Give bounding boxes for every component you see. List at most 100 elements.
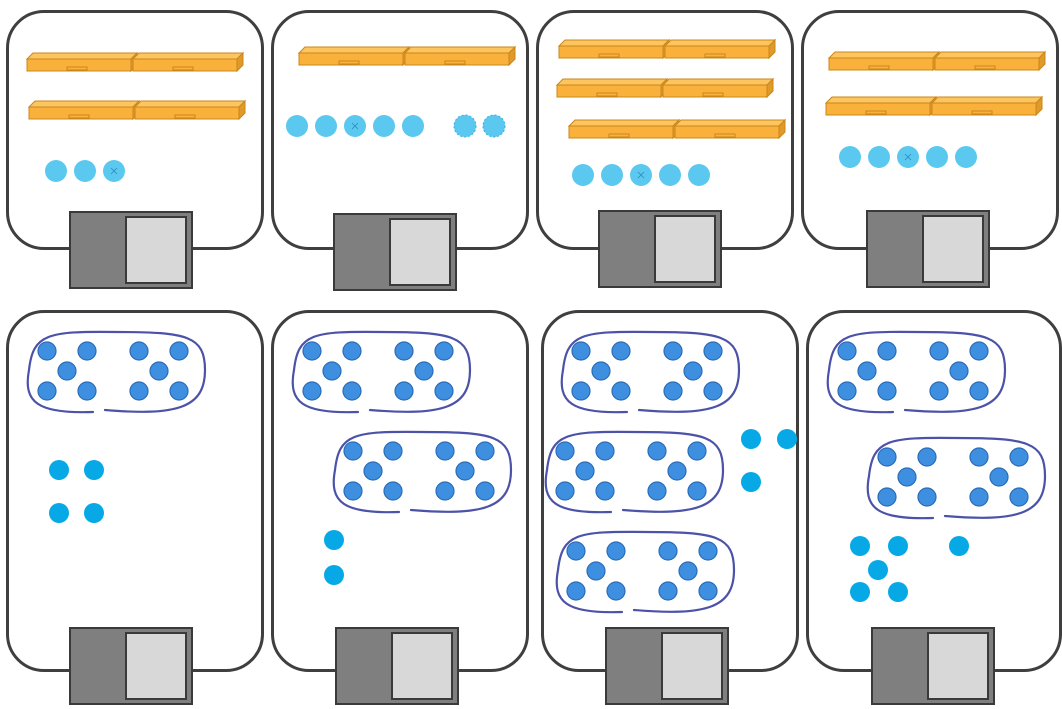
group-dot	[383, 481, 403, 501]
group-dot	[1009, 447, 1029, 467]
group-dot	[455, 461, 475, 481]
answer-slot-top-1[interactable]	[125, 216, 187, 284]
ten-rod	[403, 45, 517, 67]
group-dot	[414, 361, 434, 381]
group-dot	[302, 381, 322, 401]
loose-dot	[850, 582, 870, 602]
loose-dot	[84, 460, 104, 480]
group-dot	[698, 541, 718, 561]
unit-dot	[74, 160, 96, 182]
answer-box-bottom-3	[605, 627, 729, 705]
answer-slot-bottom-2[interactable]	[391, 632, 453, 700]
ten-rod	[661, 77, 775, 99]
loose-dot	[888, 582, 908, 602]
cross-mark	[637, 171, 645, 179]
group-dot	[591, 361, 611, 381]
unit-dot	[286, 115, 308, 137]
answer-slot-bottom-3[interactable]	[661, 632, 723, 700]
unit-dot	[572, 164, 594, 186]
group-dot	[394, 341, 414, 361]
group-dot	[555, 441, 575, 461]
loose-dot	[888, 536, 908, 556]
unit-dot	[688, 164, 710, 186]
group-dot	[77, 381, 97, 401]
answer-slot-top-2[interactable]	[389, 218, 451, 286]
group-dot	[322, 361, 342, 381]
cross-mark	[110, 167, 118, 175]
group-dot	[647, 481, 667, 501]
answer-box-top-1	[69, 211, 193, 289]
card-top-1	[6, 10, 264, 250]
loose-dot	[868, 560, 888, 580]
group-dot	[687, 441, 707, 461]
unit-dot	[402, 115, 424, 137]
group-dot	[877, 487, 897, 507]
group-dot	[77, 341, 97, 361]
group-dot	[129, 381, 149, 401]
group-dot	[37, 381, 57, 401]
ten-rod	[567, 118, 681, 140]
group-dot	[969, 381, 989, 401]
ten-rod	[131, 51, 245, 73]
group-dot	[343, 441, 363, 461]
group-dot	[949, 361, 969, 381]
answer-box-bottom-1	[69, 627, 193, 705]
group-of-ten	[291, 330, 472, 414]
ten-rod	[297, 45, 411, 67]
group-dot	[897, 467, 917, 487]
group-dot	[555, 481, 575, 501]
ten-rod	[673, 118, 787, 140]
group-dot	[611, 341, 631, 361]
group-dot	[917, 487, 937, 507]
loose-dot	[949, 536, 969, 556]
group-dot	[571, 381, 591, 401]
ten-rod	[663, 38, 777, 60]
group-dot	[435, 481, 455, 501]
unit-dot	[453, 114, 477, 138]
group-dot	[475, 481, 495, 501]
unit-dot	[839, 146, 861, 168]
group-dot	[475, 441, 495, 461]
answer-slot-top-3[interactable]	[654, 215, 716, 283]
group-dot	[611, 381, 631, 401]
ten-rod	[557, 38, 671, 60]
group-dot	[302, 341, 322, 361]
unit-dot	[926, 146, 948, 168]
group-dot	[877, 341, 897, 361]
group-dot	[837, 381, 857, 401]
group-dot	[169, 341, 189, 361]
group-dot	[647, 441, 667, 461]
loose-dot	[324, 565, 344, 585]
group-dot	[929, 381, 949, 401]
group-dot	[575, 461, 595, 481]
group-dot	[169, 381, 189, 401]
loose-dots-layer	[49, 429, 969, 602]
ten-rod	[824, 95, 938, 117]
group-dot	[969, 341, 989, 361]
group-dot	[571, 341, 591, 361]
cross-mark	[351, 122, 359, 130]
units-layer	[45, 114, 977, 186]
group-dot	[1009, 487, 1029, 507]
group-dot	[606, 581, 626, 601]
group-dot	[663, 341, 683, 361]
unit-dot	[482, 114, 506, 138]
group-of-ten	[544, 430, 725, 514]
group-dot	[586, 561, 606, 581]
group-dot	[383, 441, 403, 461]
loose-dot	[49, 460, 69, 480]
answer-slot-bottom-1[interactable]	[125, 632, 187, 700]
loose-dot	[741, 429, 761, 449]
card-bottom-1	[6, 310, 264, 672]
group-dot	[435, 441, 455, 461]
group-dot	[595, 481, 615, 501]
unit-dot	[45, 160, 67, 182]
answer-slot-top-4[interactable]	[922, 215, 984, 283]
answer-slot-bottom-4[interactable]	[927, 632, 989, 700]
unit-dot	[373, 115, 395, 137]
group-dot	[877, 447, 897, 467]
group-dot	[37, 341, 57, 361]
group-dot	[857, 361, 877, 381]
